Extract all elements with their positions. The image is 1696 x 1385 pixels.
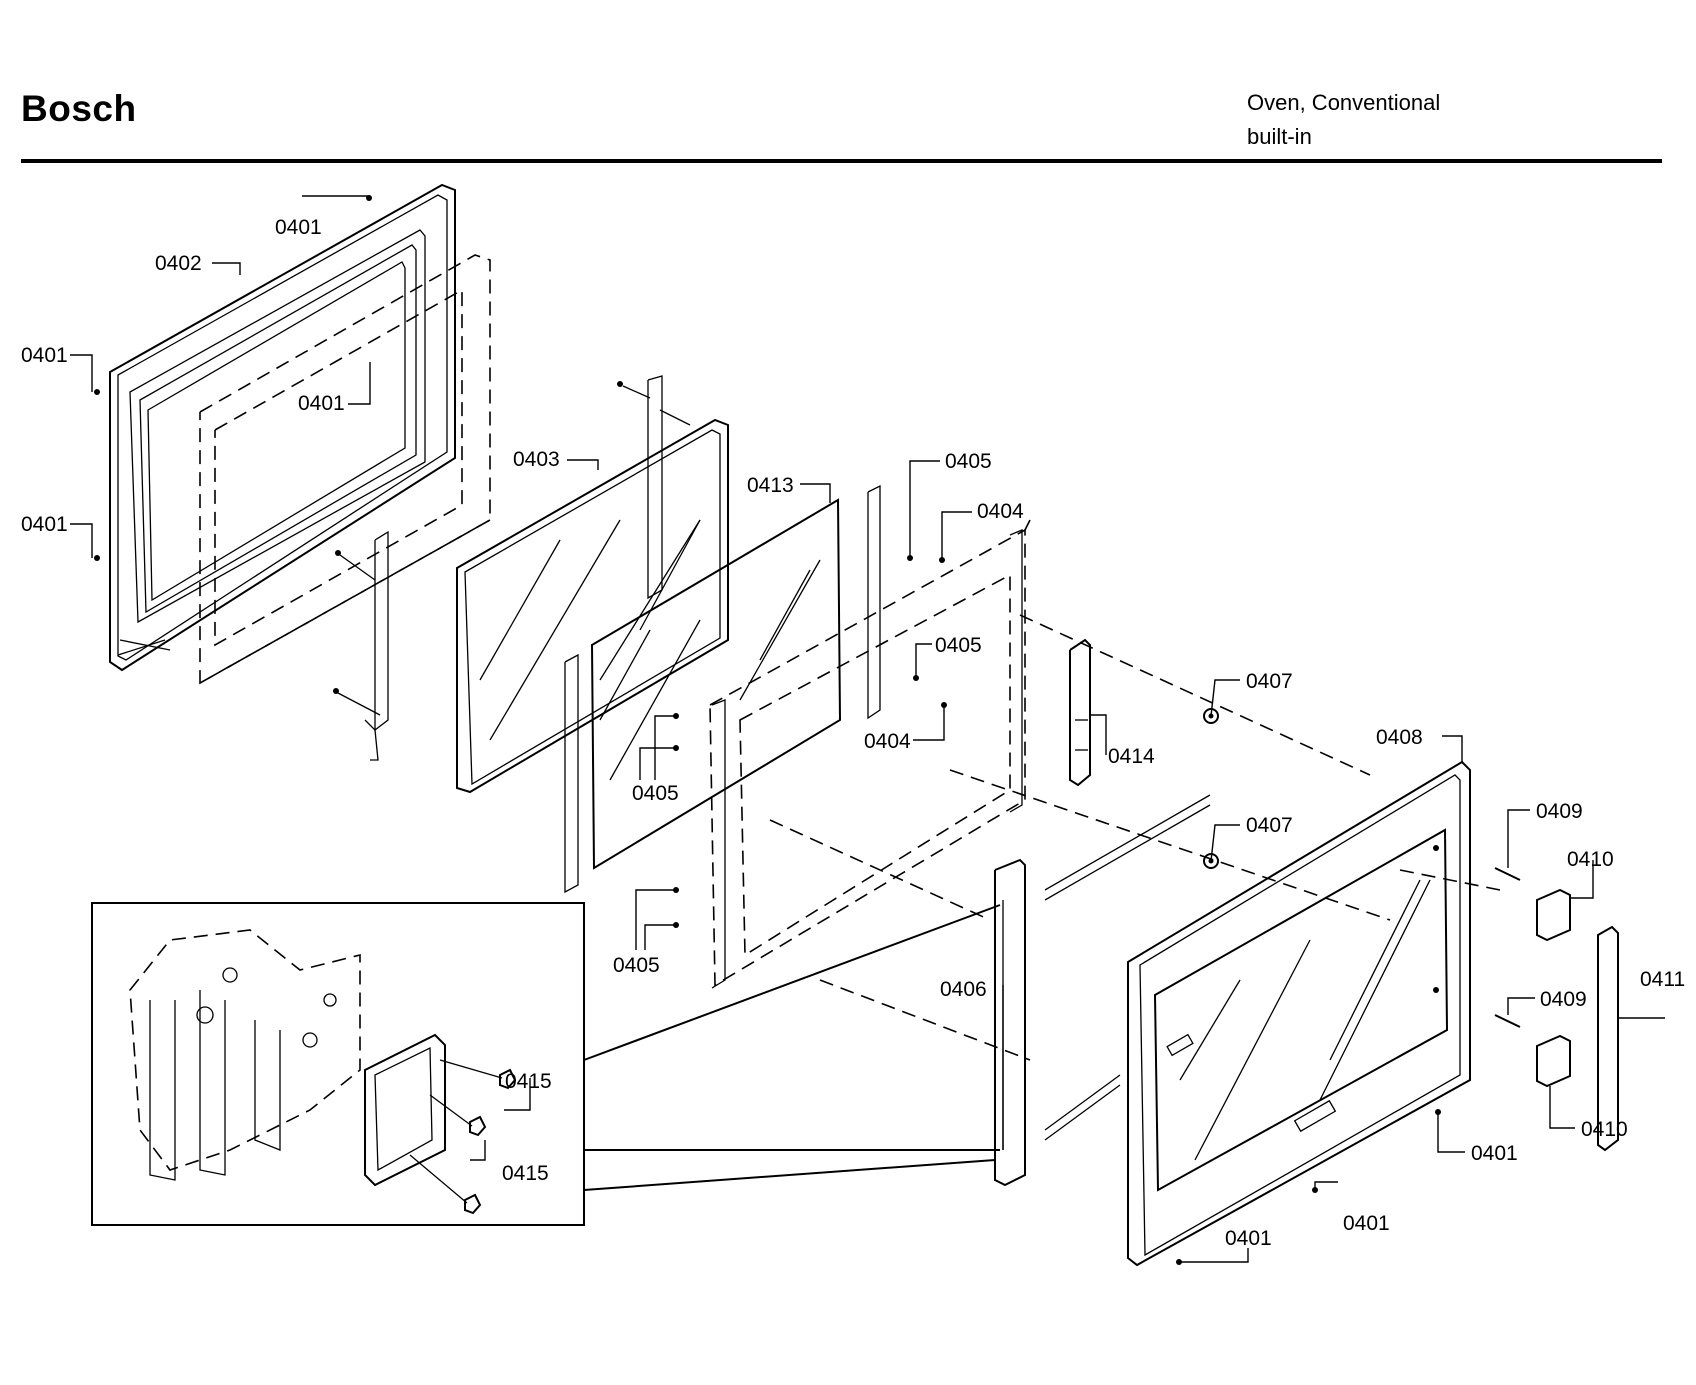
callout-0406: 0406 (940, 978, 987, 1001)
inset-connector-lines (583, 904, 1001, 1191)
outer-door-frame (94, 183, 456, 672)
glass-side-rails (564, 484, 881, 894)
product-subtype: built-in (1247, 124, 1312, 149)
diagram-header: Bosch Oven, Conventional built-in (0, 0, 1696, 170)
handle-hardware (1494, 867, 1619, 1152)
callout-0415-low: 0415 (502, 1162, 549, 1185)
callout-0407-low: 0407 (1246, 814, 1293, 837)
callout-0405-top: 0405 (945, 450, 992, 473)
callout-0410-low: 0410 (1581, 1118, 1628, 1141)
callout-0401-front-left: 0401 (1225, 1227, 1272, 1250)
callout-0404-mid: 0404 (864, 730, 911, 753)
callout-0403: 0403 (513, 448, 560, 471)
callout-labels: 0401 0402 0401 0401 0401 0403 0413 0405 … (21, 216, 1685, 1250)
callout-0402: 0402 (155, 252, 202, 275)
callout-0401-front-right: 0401 (1471, 1142, 1518, 1165)
callout-0401-left-lower: 0401 (21, 513, 68, 536)
header-divider (21, 159, 1662, 163)
callout-0404-top: 0404 (977, 500, 1024, 523)
callout-0415-top: 0415 (505, 1070, 552, 1093)
front-door-0408 (1127, 760, 1471, 1267)
inner-door-panel (199, 254, 491, 685)
callout-0401-left-upper: 0401 (21, 344, 68, 367)
brand-name: Bosch (21, 88, 137, 129)
callout-0411: 0411 (1640, 968, 1685, 991)
callout-0401-inner: 0401 (298, 392, 345, 415)
hinge-bracket-0414 (1069, 638, 1091, 787)
callout-0405-left: 0405 (632, 782, 679, 805)
callout-0405-low: 0405 (613, 954, 660, 977)
callout-0408: 0408 (1376, 726, 1423, 749)
washers-0407 (1203, 708, 1219, 869)
product-type: Oven, Conventional (1247, 90, 1441, 115)
callout-0413: 0413 (747, 474, 794, 497)
callout-0405-mid: 0405 (935, 634, 982, 657)
callout-0414: 0414 (1108, 745, 1155, 768)
callout-0410-top: 0410 (1567, 848, 1614, 871)
callout-0409-low: 0409 (1540, 988, 1587, 1011)
leader-lines (70, 195, 1665, 1263)
glass-pane-0413 (590, 498, 842, 870)
inner-door-frame (673, 519, 1031, 989)
glass-spacer-strip (617, 375, 691, 600)
callout-0409-top: 0409 (1536, 800, 1583, 823)
callout-0401-top: 0401 (275, 216, 322, 239)
hinge-rail-0406 (994, 794, 1211, 1187)
callout-0401-front-mid: 0401 (1343, 1212, 1390, 1235)
left-side-bracket (333, 530, 389, 761)
callout-0407-top: 0407 (1246, 670, 1293, 693)
